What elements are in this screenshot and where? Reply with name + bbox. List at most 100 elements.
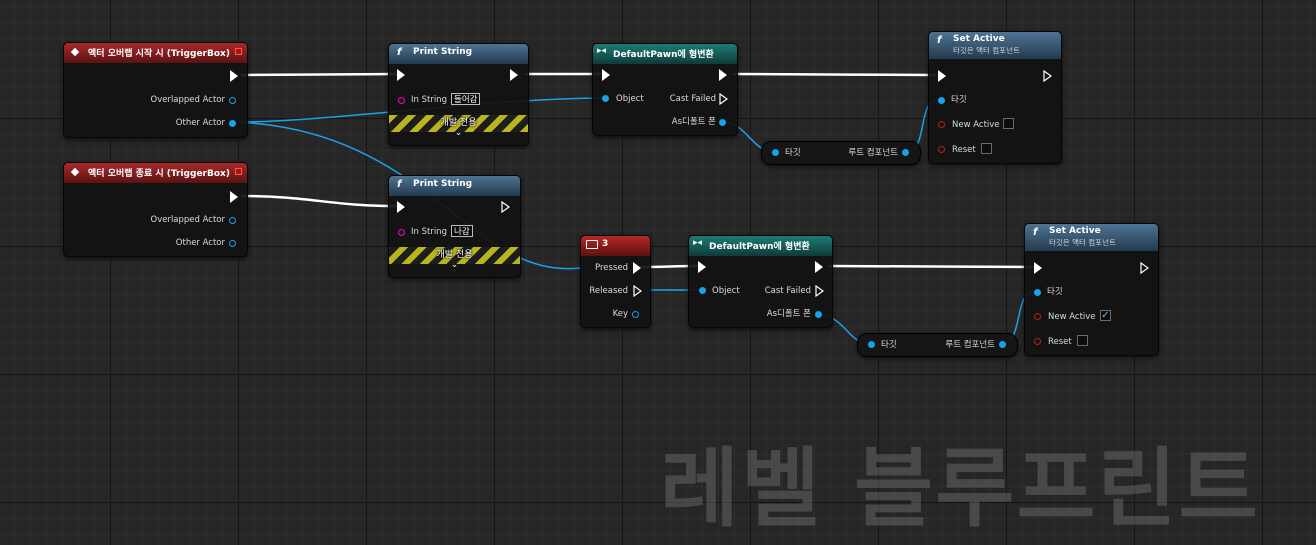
cast-failed-pin[interactable] [815,285,824,297]
pin-label-overlapped-actor: Overlapped Actor [150,95,226,105]
reset-checkbox[interactable] [1077,335,1088,346]
node-header: f Print String [389,44,528,64]
exec-in-pin[interactable] [602,69,610,81]
node-title: DefaultPawn에 형변환 [613,50,714,60]
pin-label-other-actor: Other Actor [175,238,225,248]
component-pin-icon[interactable] [902,149,909,156]
target-pin-icon[interactable] [868,341,875,348]
set-active-node[interactable]: f Set Active 타깃은 액터 컴포넌트 타깃 New Active R… [928,31,1062,164]
cast-failed-label: Cast Failed [669,94,716,104]
key-pin-icon[interactable] [632,311,639,318]
cast-failed-pin[interactable] [719,93,728,105]
reset-pin-icon[interactable] [1034,338,1041,345]
exec-out-pin[interactable] [510,69,518,81]
as-default-pawn-pin-icon[interactable] [815,311,822,318]
output-delegate-icon[interactable] [235,48,242,55]
exec-out-pin[interactable] [1140,262,1149,274]
keyboard-icon [586,240,598,249]
node-title: 액터 오버랩 시작 시 (TriggerBox) [88,49,230,59]
exec-in-pin[interactable] [1034,262,1042,274]
reset-pin-icon[interactable] [938,146,945,153]
exec-in-pin[interactable] [397,201,405,213]
object-pin-icon[interactable] [602,95,609,102]
node-header: f Print String [389,176,520,196]
target-label: 타깃 [951,95,967,105]
exec-out-pin[interactable] [815,261,823,273]
cast-to-defaultpawn-node[interactable]: ▸◂ DefaultPawn에 형변환 Object Cast Failed A… [688,235,833,328]
object-label: Object [712,286,740,296]
component-label: 루트 컴포넌트 [945,340,995,350]
exec-out-pin[interactable] [1043,70,1052,82]
pin-label-overlapped-actor: Overlapped Actor [150,215,226,225]
target-pin-icon[interactable] [1034,289,1041,296]
event-end-overlap-node[interactable]: 액터 오버랩 종료 시 (TriggerBox) Overlapped Acto… [63,162,248,257]
print-string-node[interactable]: f Print String In String 나감 개발 전용 ⌄ [388,175,521,278]
other-actor-pin-icon[interactable] [229,120,236,127]
released-exec-pin[interactable] [633,285,642,297]
object-label: Object [616,94,644,104]
print-string-node[interactable]: f Print String In String 들어감 개발 전용 ⌄ [388,43,529,146]
component-pin-icon[interactable] [999,341,1006,348]
cast-to-defaultpawn-node[interactable]: ▸◂ DefaultPawn에 형변환 Object Cast Failed A… [592,43,738,136]
reset-checkbox[interactable] [981,143,992,154]
node-subtitle: 타깃은 액터 컴포넌트 [1049,238,1116,247]
exec-out-pin[interactable] [719,69,727,81]
function-icon: f [1033,227,1038,238]
new-active-checkbox[interactable]: ✓ [1100,310,1111,321]
exec-wire [732,72,938,77]
in-string-pin-icon[interactable] [398,229,405,236]
node-title: Set Active [1049,226,1101,236]
new-active-pin-icon[interactable] [938,121,945,128]
as-default-pawn-label: As디폴트 폰 [766,309,811,319]
as-default-pawn-pin-icon[interactable] [719,119,726,126]
exec-in-pin[interactable] [698,261,706,273]
root-component-getter-node[interactable]: 타깃 루트 컴포넌트 [857,333,1018,357]
exec-out-pin[interactable] [230,70,238,82]
exec-in-pin[interactable] [938,70,946,82]
cast-icon: ▸◂ [597,46,607,56]
object-pin-icon[interactable] [699,287,706,294]
function-icon: f [397,47,402,58]
event-icon [70,47,80,57]
output-delegate-icon[interactable] [235,168,242,175]
expand-chevron-icon[interactable]: ⌄ [450,260,459,270]
as-default-pawn-label: As디폴트 폰 [671,117,716,127]
key-3-event-node[interactable]: 3 Pressed Released Key [580,235,651,328]
function-icon: f [397,179,402,190]
expand-chevron-icon[interactable]: ⌄ [454,128,463,138]
function-icon: f [937,35,942,46]
component-label: 루트 컴포넌트 [848,148,898,158]
exec-in-pin[interactable] [397,69,405,81]
event-begin-overlap-node[interactable]: 액터 오버랩 시작 시 (TriggerBox) Overlapped Acto… [63,42,248,138]
in-string-input[interactable]: 들어감 [451,93,481,105]
exec-wire [827,264,1035,269]
set-active-node[interactable]: f Set Active 타깃은 액터 컴포넌트 타깃 New Active ✓… [1024,223,1159,356]
target-pin-icon[interactable] [772,149,779,156]
new-active-checkbox[interactable] [1003,118,1014,129]
target-label: 타깃 [1047,287,1063,297]
node-header: 액터 오버랩 종료 시 (TriggerBox) [64,163,247,183]
pressed-exec-pin[interactable] [633,262,641,274]
new-active-pin-icon[interactable] [1034,313,1041,320]
in-string-pin-icon[interactable] [398,97,405,104]
exec-out-pin[interactable] [230,191,238,203]
overlapped-actor-pin-icon[interactable] [229,97,236,104]
pressed-label: Pressed [595,263,628,273]
root-component-getter-node[interactable]: 타깃 루트 컴포넌트 [761,141,921,165]
overlapped-actor-pin-icon[interactable] [229,217,236,224]
other-actor-pin-icon[interactable] [229,240,236,247]
target-pin-icon[interactable] [938,97,945,104]
cast-failed-label: Cast Failed [764,286,811,296]
node-header: f Set Active 타깃은 액터 컴포넌트 [929,32,1061,59]
in-string-input[interactable]: 나감 [451,225,473,237]
node-title: Print String [413,179,473,189]
node-title: 3 [602,239,609,249]
node-header: ▸◂ DefaultPawn에 형변환 [593,44,737,64]
new-active-label: New Active [952,120,1000,130]
node-title: Set Active [953,34,1005,44]
reset-label: Reset [952,145,976,155]
node-title: DefaultPawn에 형변환 [709,242,810,252]
event-icon [70,167,80,177]
node-header: 액터 오버랩 시작 시 (TriggerBox) [64,43,247,63]
exec-out-pin[interactable] [501,201,510,213]
